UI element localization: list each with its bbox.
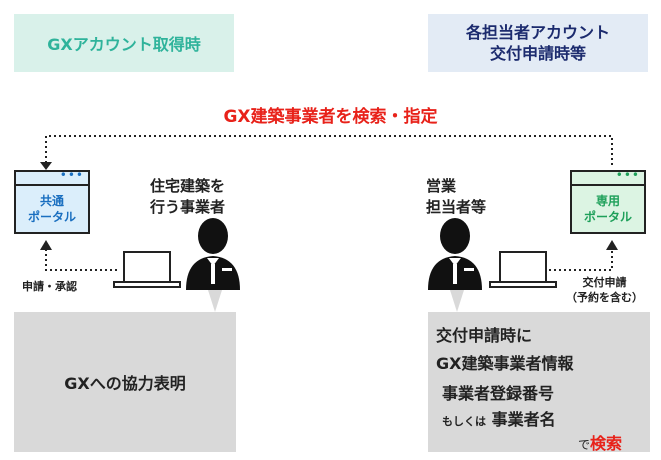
- business-name-label: 事業者名: [491, 410, 556, 429]
- search-info-line4: もしくは 事業者名: [442, 406, 556, 430]
- account-acquisition-label: GXアカウント取得時: [47, 35, 201, 54]
- actor-right-label: 営業 担当者等: [426, 176, 486, 218]
- connector-arrow-left-icon: [40, 162, 52, 170]
- window-dots-icon: •••: [615, 168, 640, 182]
- dedicated-portal-line2: ポータル: [583, 210, 632, 224]
- apply-arrow-left-icon: [40, 240, 52, 250]
- common-portal-window: ••• 共通 ポータル: [14, 168, 90, 234]
- application-time-line1: 各担当者アカウント: [465, 23, 610, 42]
- speech-pointer-left: [208, 290, 222, 312]
- search-info-line3: 事業者登録番号: [442, 384, 555, 403]
- grant-application-line2: （予約を含む）: [566, 291, 643, 304]
- apply-arrow-right-icon: [606, 240, 618, 250]
- dedicated-portal-line1: 専用: [595, 194, 620, 208]
- or-label: もしくは: [442, 415, 486, 428]
- laptop-left-icon: [113, 251, 181, 288]
- window-dots-icon: •••: [59, 168, 84, 182]
- speech-pointer-right: [450, 290, 464, 312]
- actor-right-line2: 担当者等: [426, 198, 487, 216]
- common-portal-line1: 共通: [39, 194, 64, 208]
- apply-approve-label: 申請・承認: [22, 280, 77, 293]
- search-info-box: 交付申請時に GX建築事業者情報 事業者登録番号 もしくは 事業者名 で検索: [428, 312, 650, 454]
- dedicated-portal-titlebar: •••: [572, 168, 644, 186]
- laptop-right-icon: [489, 251, 557, 288]
- search-connector: [45, 135, 613, 168]
- cooperation-statement-text: GXへの協力表明: [64, 374, 186, 393]
- actor-right-line1: 営業: [426, 177, 457, 195]
- apply-connector-right: [544, 244, 613, 271]
- application-time-box: 各担当者アカウント 交付申請時等: [428, 14, 648, 72]
- dedicated-portal-window: ••• 専用 ポータル: [570, 168, 646, 234]
- apply-connector-left: [45, 244, 118, 271]
- search-keyword: 検索: [590, 434, 623, 453]
- de-label: で: [578, 438, 591, 452]
- common-portal-line2: ポータル: [27, 210, 76, 224]
- application-time-line2: 交付申請時等: [489, 44, 586, 63]
- common-portal-titlebar: •••: [16, 168, 88, 186]
- grant-application-line1: 交付申請: [582, 276, 627, 289]
- actor-left-line2: 行う事業者: [150, 198, 226, 216]
- grant-application-label: 交付申請 （予約を含む）: [566, 275, 643, 305]
- actor-left-label: 住宅建築を 行う事業者: [150, 176, 225, 218]
- business-person-left-icon: [186, 218, 240, 290]
- cooperation-statement-box: GXへの協力表明: [14, 312, 236, 452]
- search-info-line5: で検索: [578, 430, 622, 454]
- actor-left-line1: 住宅建築を: [150, 177, 226, 195]
- search-info-line2: GX建築事業者情報: [436, 354, 574, 373]
- search-title: GX建築事業者を検索・指定: [223, 107, 438, 127]
- search-info-line1: 交付申請時に: [436, 326, 533, 345]
- sales-person-right-icon: [428, 218, 482, 290]
- account-acquisition-box: GXアカウント取得時: [14, 14, 234, 72]
